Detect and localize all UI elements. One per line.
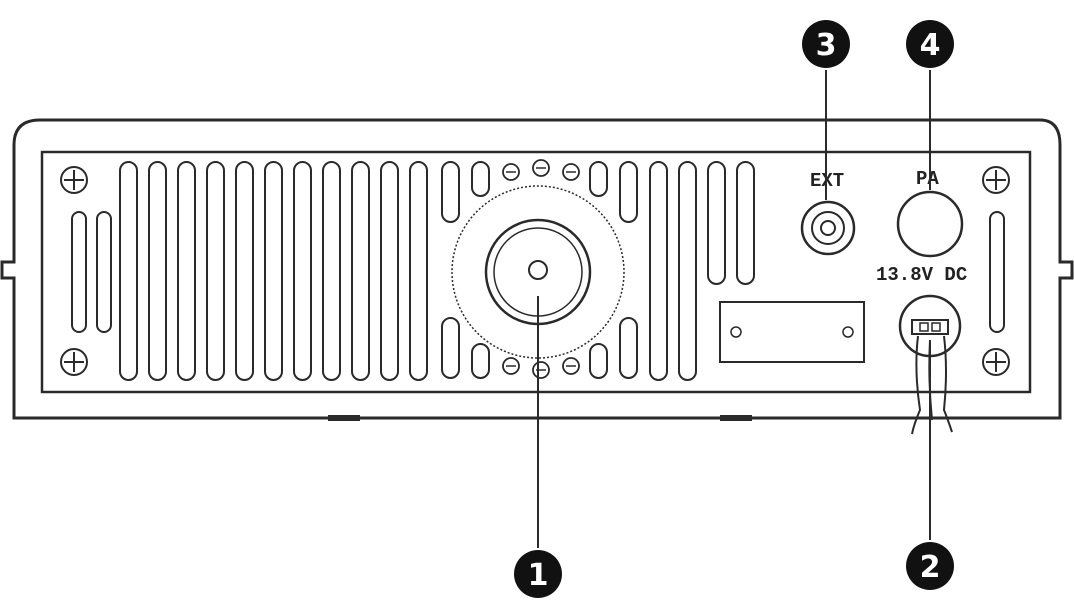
small-screw-6 (562, 357, 580, 375)
fin-short-top-1 (441, 161, 460, 223)
fin-9 (351, 161, 370, 381)
pa-jack (896, 190, 964, 258)
screw-top-right (982, 166, 1010, 194)
callout-1-number: 1 (528, 558, 549, 593)
fin-short-bottom-1 (441, 317, 460, 379)
screw-bottom-right (982, 348, 1010, 376)
rear-panel-plate (40, 150, 1032, 394)
nameplate (719, 301, 865, 363)
fin-7 (293, 161, 312, 381)
fin-short-top-4 (619, 161, 638, 223)
fin-short-bottom-3 (589, 343, 608, 379)
small-screw-1 (502, 163, 520, 181)
screw-top-left (60, 166, 88, 194)
screw-bottom-left (60, 348, 88, 376)
side-vent-left-1 (71, 211, 87, 333)
heat-sink-fins (119, 161, 755, 381)
callout-2: 2 (906, 542, 954, 590)
fin-right-2 (678, 161, 697, 381)
fin-short-top-3 (589, 161, 608, 197)
ext-speaker-jack (800, 200, 856, 256)
antenna-connector (451, 185, 625, 359)
fin-2 (148, 161, 167, 381)
fin-10 (380, 161, 399, 381)
fin-right-1 (649, 161, 668, 381)
callout-3-number: 3 (816, 28, 837, 63)
small-screw-5 (532, 361, 550, 379)
fin-4 (206, 161, 225, 381)
connector-screws (502, 159, 580, 379)
small-screw-3 (562, 163, 580, 181)
callout-2-number: 2 (920, 550, 941, 585)
callout-3: 3 (802, 20, 850, 68)
fin-upper-1 (707, 161, 726, 285)
dc-label: 13.8V DC (876, 264, 967, 286)
callout-4: 4 (906, 20, 954, 68)
fin-short-bottom-4 (619, 317, 638, 379)
fin-3 (177, 161, 196, 381)
callout-4-number: 4 (920, 28, 941, 63)
pa-label: PA (916, 168, 939, 190)
fin-6 (264, 161, 283, 381)
small-screw-2 (532, 159, 550, 177)
small-screw-4 (502, 357, 520, 375)
fin-8 (322, 161, 341, 381)
fin-short-bottom-2 (471, 343, 490, 379)
fin-5 (235, 161, 254, 381)
fin-11 (409, 161, 428, 381)
fin-short-top-2 (471, 161, 490, 197)
ext-label: EXT (810, 170, 844, 192)
callout-1: 1 (514, 550, 562, 598)
fin-1 (119, 161, 138, 381)
side-vent-right (989, 211, 1005, 333)
fin-upper-2 (736, 161, 755, 285)
side-vent-left-2 (96, 211, 112, 333)
radio-case-outline (0, 118, 1074, 420)
